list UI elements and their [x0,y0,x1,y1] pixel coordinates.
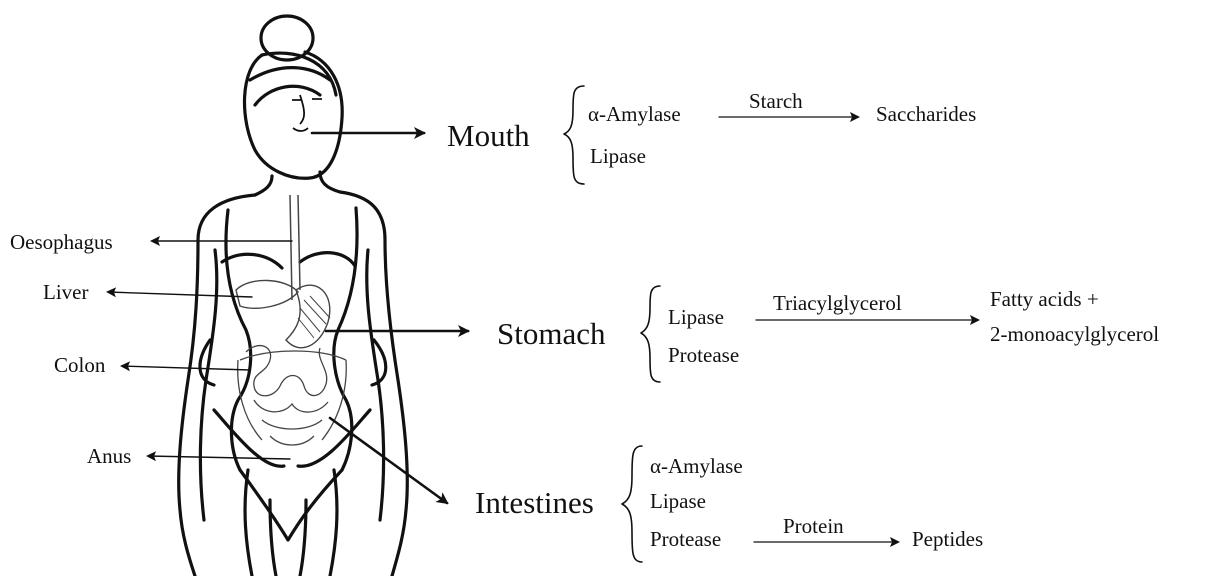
stomach-product-line1: Fatty acids + [990,287,1099,311]
organ-stomach: Stomach [497,316,606,351]
bust-line [222,253,355,268]
right-leg [300,470,337,576]
intestines-enzyme-amylase: α-Amylase [650,454,743,478]
mouth-product-saccharides: Saccharides [876,102,976,126]
arrow-colon [122,366,250,370]
colon-sketch [238,351,347,440]
label-oesophagus: Oesophagus [10,230,113,254]
head-outline [245,52,343,178]
right-inner-arm [367,250,386,520]
brace-stomach [641,286,660,382]
stomach-enzyme-lipase: Lipase [668,305,724,329]
intestines-substrate-protein: Protein [783,514,844,538]
torso-left [226,210,251,470]
pelvis-line [240,470,342,540]
arrow-anus [148,456,290,459]
stomach-product-line2: 2-monoacylglycerol [990,322,1159,346]
mouth-enzyme-lipase: Lipase [590,144,646,168]
brace-mouth [564,86,584,184]
stomach-enzyme-protease: Protease [668,343,739,367]
mouth-section: Mouth α-Amylase Lipase Starch Saccharide… [312,86,976,184]
neck-outline [255,172,340,195]
intestines-product-peptides: Peptides [912,527,983,551]
oesophagus-tube [290,195,300,300]
mouth-enzyme-amylase: α-Amylase [588,102,681,126]
mouth-substrate-starch: Starch [749,89,803,113]
brace-intestines [622,446,642,562]
stomach-substrate-triacylglycerol: Triacylglycerol [773,291,902,315]
intestines-enzyme-lipase: Lipase [650,489,706,513]
intestine-sketch [246,346,328,445]
stomach-section: Stomach Lipase Protease Triacylglycerol … [326,286,1159,382]
left-inner-arm [200,250,217,520]
label-colon: Colon [54,353,106,377]
liver-sketch [236,280,298,308]
face-features [292,95,322,131]
label-liver: Liver [43,280,88,304]
organ-intestines: Intestines [475,485,594,520]
organ-mouth: Mouth [447,118,530,153]
intestines-enzyme-protease: Protease [650,527,721,551]
intestines-section: Intestines α-Amylase Lipase Protease Pro… [330,418,983,562]
label-anus: Anus [87,444,131,468]
